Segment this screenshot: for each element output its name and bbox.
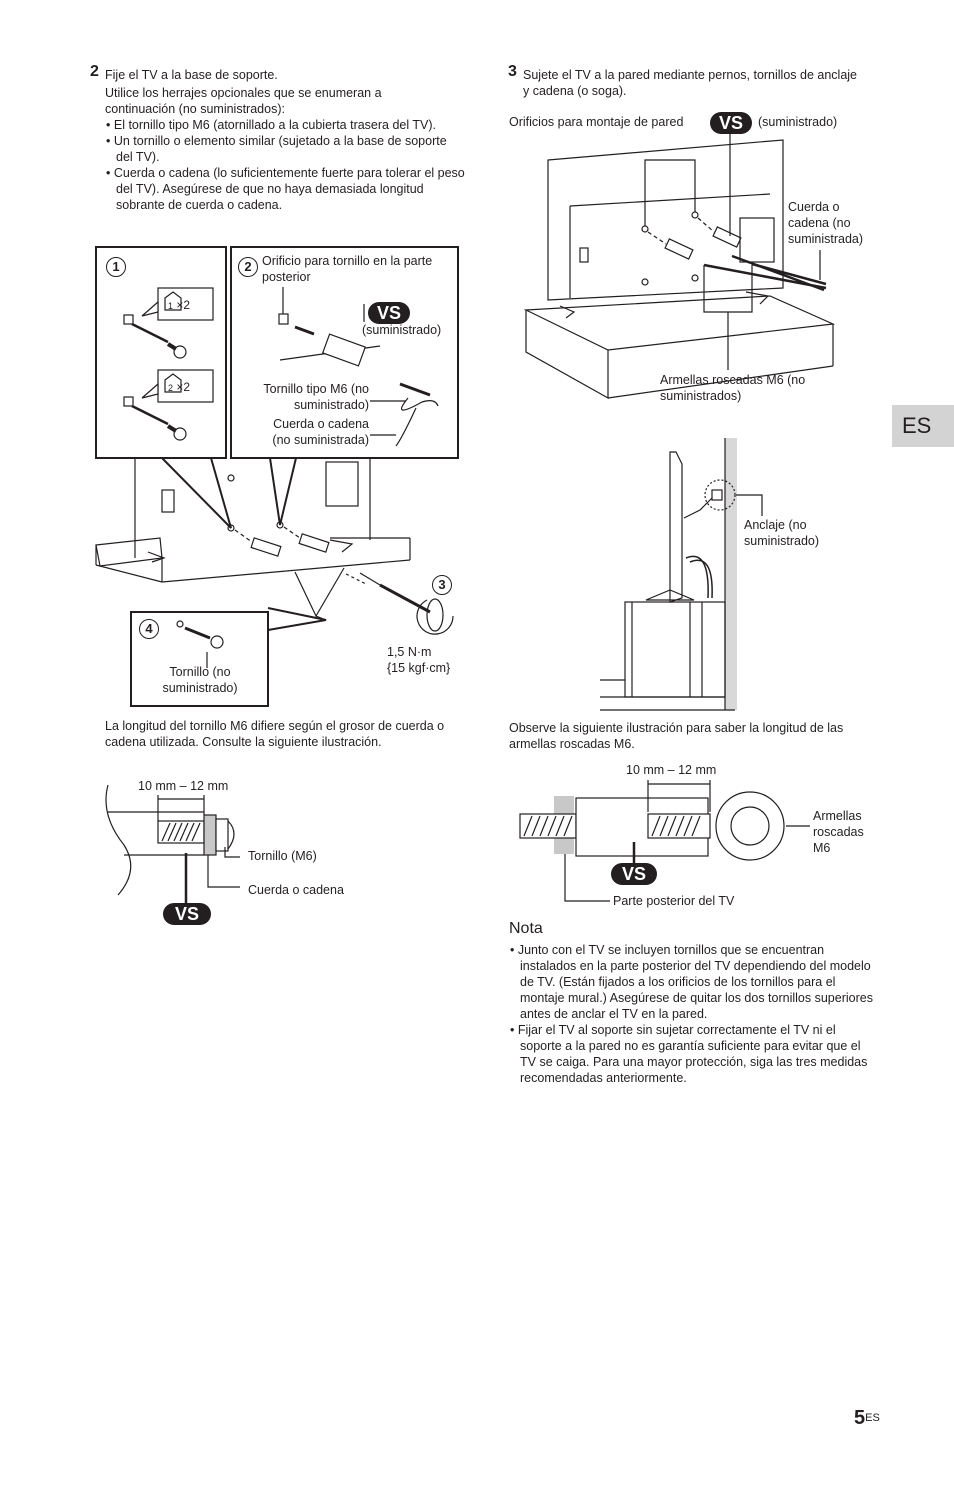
list-item: • Junto con el TV se incluyen tornillos … xyxy=(510,943,873,1021)
nota-bullets: • Junto con el TV se incluyen tornillos … xyxy=(509,942,877,1086)
list-item: • Cuerda o cadena (lo suficientemente fu… xyxy=(106,166,465,212)
list-item: • Fijar el TV al soporte sin sujetar cor… xyxy=(510,1023,868,1085)
step-circle-1: 1 xyxy=(106,257,126,277)
figure-m6-length: 10 mm – 12 mm Tornillo (M6) Cuerda o cad… xyxy=(100,775,380,930)
armellas-label: Armellas roscadas M6 xyxy=(813,809,864,855)
tornillo-m6-label: Tornillo tipo M6 (no suministrado) xyxy=(263,382,369,412)
torque-label: 1,5 N·m {15 kgf·cm} xyxy=(387,645,451,675)
step-3-text: Sujete el TV a la pared mediante pernos,… xyxy=(523,68,858,98)
step-circle-4: 4 xyxy=(139,619,159,639)
tornillo-label: Tornillo (M6) xyxy=(248,849,317,863)
anclaje-label: Anclaje (no suministrado) xyxy=(744,518,820,548)
step-2-bullets: • El tornillo tipo M6 (atornillado a la … xyxy=(105,117,465,213)
suministrado-label: (suministrado) xyxy=(758,115,838,129)
suministrado-label: (suministrado) xyxy=(362,323,442,337)
nota-title: Nota xyxy=(509,920,543,937)
page-number: 5ES xyxy=(854,1407,880,1429)
parte-label: Parte posterior del TV xyxy=(613,894,735,908)
step-2-intro: Fije el TV a la base de soporte. xyxy=(105,68,278,82)
step-circle-3: 3 xyxy=(432,575,452,595)
step-2-sub: Utilice los herrajes opcionales que se e… xyxy=(105,86,382,116)
orificios-label: Orificios para montaje de pared xyxy=(509,115,684,129)
armellas-label: Armellas roscadas M6 (no suministrados) xyxy=(660,373,806,403)
step-3-number: 3 xyxy=(508,63,517,80)
m6-length-illustration xyxy=(105,784,240,903)
vs-badge: VS xyxy=(163,903,211,925)
wall-anchor-illustration xyxy=(523,128,836,400)
cuerda-label: Cuerda o cadena (no suministrada) xyxy=(788,200,864,246)
screw-set-2: 2 ×2 xyxy=(168,380,191,394)
figure-side-view: Anclaje (no suministrado) xyxy=(590,438,840,713)
language-tab: ES xyxy=(892,405,954,447)
m6-note: La longitud del tornillo M6 difiere segú… xyxy=(105,719,445,749)
figure-wall-anchor: Orificios para montaje de pared VS (sumi… xyxy=(508,108,878,408)
step-circle-2: 2 xyxy=(238,257,258,277)
list-item: • Un tornillo o elemento similar (sujeta… xyxy=(106,134,447,164)
figure-tv-stand-attach: 1 2 3 4 1 ×2 2 ×2 Orificio para tornillo… xyxy=(90,240,470,710)
dim-label: 10 mm – 12 mm xyxy=(138,779,229,793)
screw-set-1: 1 ×2 xyxy=(168,298,191,312)
cuerda-label: Cuerda o cadena (no suministrada) xyxy=(272,417,369,447)
list-item: • El tornillo tipo M6 (atornillado a la … xyxy=(106,118,437,132)
step-2-number: 2 xyxy=(90,63,99,80)
observe-text: Observe la siguiente ilustración para sa… xyxy=(509,721,844,751)
tornillo-no-label: Tornillo (no suministrado) xyxy=(162,665,238,695)
vs-badge: VS xyxy=(368,302,410,324)
cuerda-label: Cuerda o cadena xyxy=(248,883,344,897)
vs-badge: VS xyxy=(710,112,752,134)
dim-label: 10 mm – 12 mm xyxy=(626,763,717,777)
side-view-illustration xyxy=(600,438,763,711)
eyebolt-illustration xyxy=(519,780,810,902)
vs-badge: VS xyxy=(611,863,657,885)
orificio-label: Orificio para tornillo en la parte poste… xyxy=(262,254,433,284)
figure-eyebolt-length: 10 mm – 12 mm Armellas roscadas M6 Parte… xyxy=(510,762,880,912)
tv-stand-illustration xyxy=(95,246,459,707)
